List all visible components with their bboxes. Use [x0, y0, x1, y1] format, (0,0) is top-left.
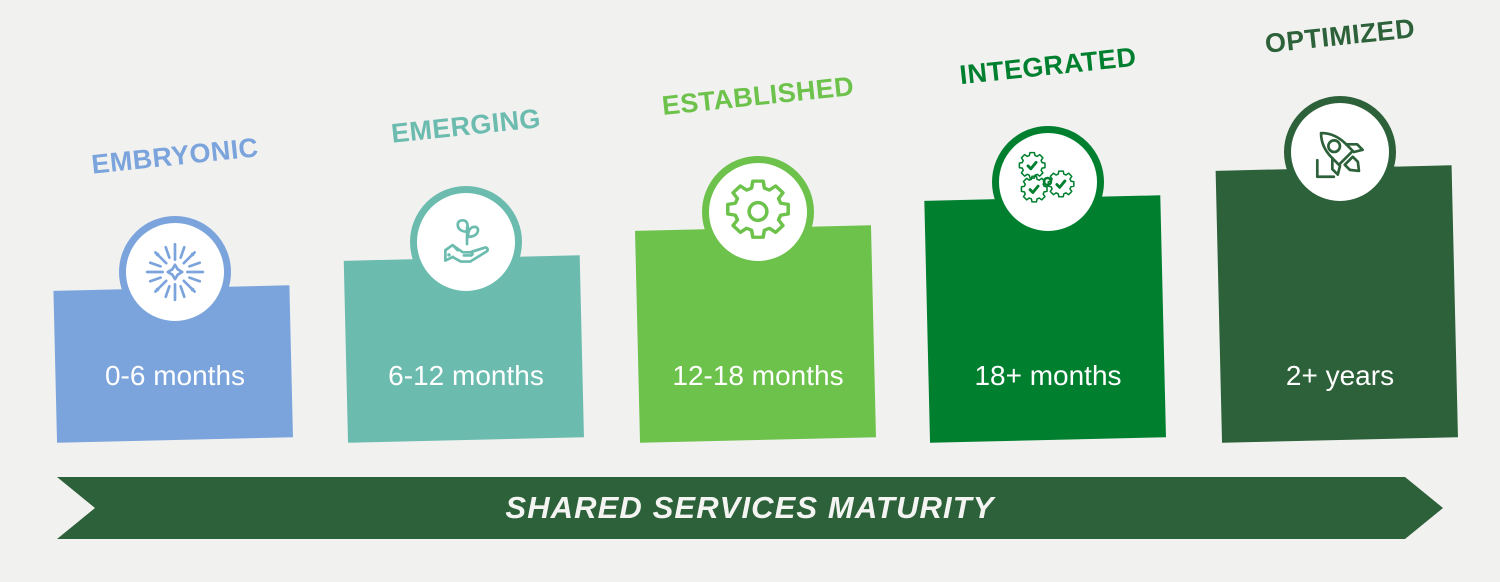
stage-duration: 0-6 months [104, 360, 246, 391]
stage-label: EMERGING [389, 103, 543, 149]
stage-duration: 2+ years [1285, 360, 1395, 391]
stage-duration: 12-18 months [672, 360, 844, 391]
rocket-launch-icon [1284, 96, 1396, 208]
stage-label: OPTIMIZED [1263, 13, 1417, 59]
stage-duration: 6-12 months [388, 360, 544, 391]
maturity-arrow-banner: SHARED SERVICES MATURITY [57, 477, 1443, 539]
hand-holding-seedling-icon [410, 186, 522, 298]
banner-label: SHARED SERVICES MATURITY [505, 490, 995, 525]
stage-label: EMBRYONIC [90, 132, 260, 180]
stage-label: ESTABLISHED [660, 71, 856, 122]
gear-icon [702, 156, 814, 268]
stage-label: INTEGRATED [958, 41, 1138, 91]
three-gears-check-icon [992, 126, 1104, 238]
stage-duration: 18+ months [974, 360, 1122, 391]
sparkle-burst-icon [119, 216, 231, 328]
